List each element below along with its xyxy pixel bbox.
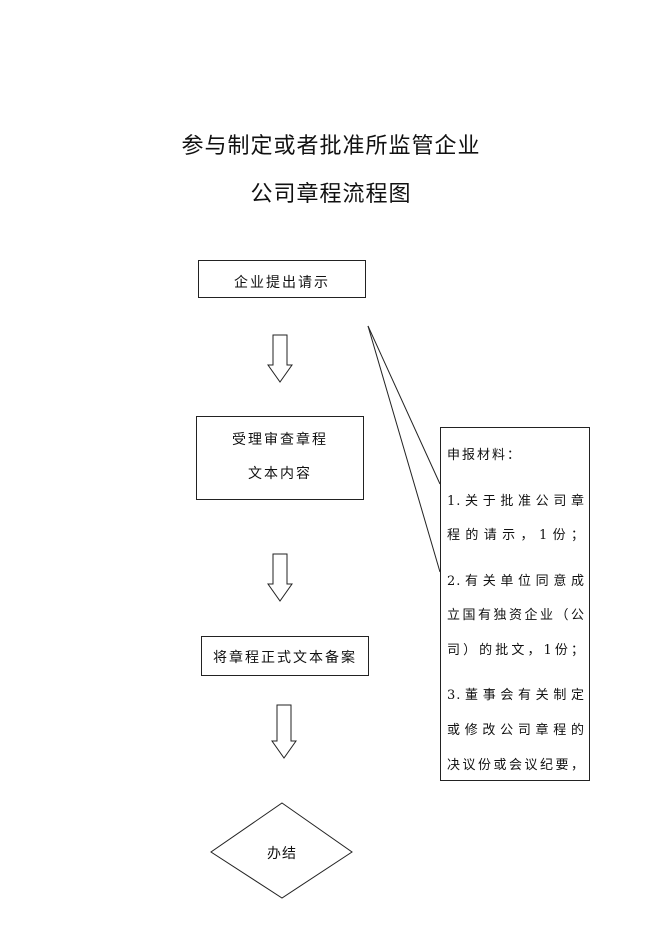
materials-line: 程的请示，1份； xyxy=(447,528,585,543)
materials-line: 3.董事会有关制定 xyxy=(447,688,585,703)
step-file-charter: 将章程正式文本备案 xyxy=(201,636,369,676)
materials-line: 或修改公司章程的 xyxy=(447,723,585,738)
materials-line: 2.有关单位同意成 xyxy=(447,574,585,589)
step-review-charter-line2: 文本内容 xyxy=(248,466,312,482)
end-label: 办结 xyxy=(267,846,297,862)
down-arrow-icon xyxy=(271,704,297,759)
down-arrow-icon xyxy=(267,334,293,383)
materials-line: 决议份或会议纪要， xyxy=(447,758,585,773)
page-title-line2: 公司章程流程图 xyxy=(250,182,412,207)
step-review-charter-line1: 受理审查章程 xyxy=(232,432,328,448)
page-title-line1: 参与制定或者批准所监管企业 xyxy=(181,134,481,159)
materials-header: 申报材料： xyxy=(447,448,523,463)
materials-line: 司）的批文，1份； xyxy=(447,643,585,658)
down-arrow-icon xyxy=(267,553,293,602)
materials-line: 立国有独资企业（公 xyxy=(447,608,585,623)
step-review-charter: 受理审查章程 文本内容 xyxy=(196,416,364,500)
step-enterprise-request: 企业提出请示 xyxy=(198,260,366,298)
callout-pointer-line-upper xyxy=(367,325,441,485)
end-diamond xyxy=(210,802,353,899)
materials-line: 1.关于批准公司章 xyxy=(447,494,585,509)
materials-callout-box: 申报材料： 1.关于批准公司章 程的请示，1份； 2.有关单位同意成 立国有独资… xyxy=(440,427,590,781)
callout-pointer-line-lower xyxy=(367,325,441,573)
